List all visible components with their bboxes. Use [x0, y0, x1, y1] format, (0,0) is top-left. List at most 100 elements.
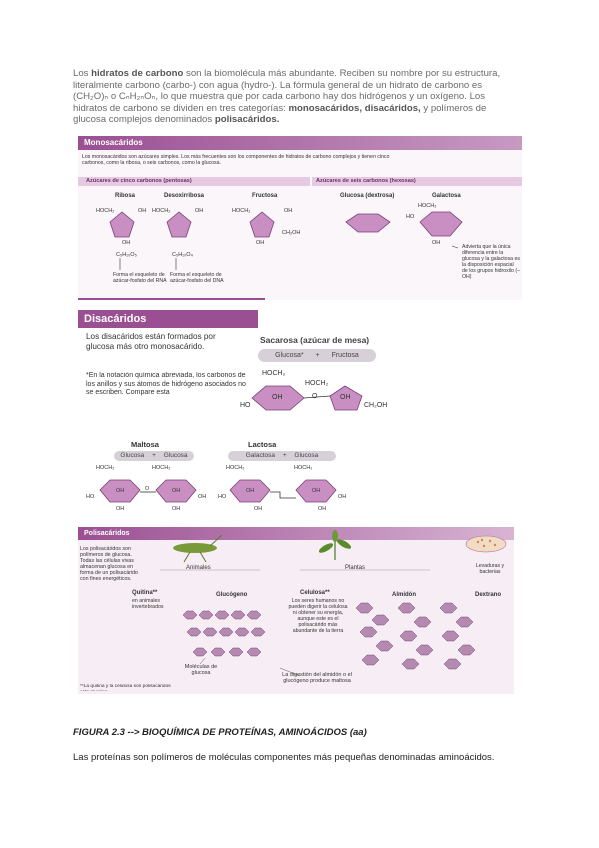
lactosa-ho: HO	[218, 494, 227, 500]
lactosa-ring-2	[295, 479, 337, 503]
fructosa-ring	[249, 211, 275, 238]
ribosa-formula: C₅H₁₀O₅	[116, 252, 137, 258]
maltosa-o: O	[145, 486, 150, 492]
almidon-label: Almidón	[392, 592, 416, 598]
lactosa-oh-4: OH	[254, 506, 263, 512]
sac-ch2oh: CH₂OH	[364, 402, 388, 409]
galactosa-label: Galactosa	[432, 193, 461, 199]
celulosa-label: Celulosa**	[300, 590, 330, 596]
desoxi-note: Forma el esqueleto de azúcar-fosfato del…	[170, 272, 224, 284]
plantas-label: Plantas	[345, 565, 366, 571]
monosaccharides-title-bar: Monosacáridos	[78, 136, 522, 150]
fructosa-hoch2: HOCH₂	[232, 208, 251, 214]
ribosa-ring	[109, 211, 135, 238]
body-paragraph: Las proteínas son polímeros de moléculas…	[73, 752, 495, 763]
sac-oh-b: OH	[340, 394, 351, 401]
moleculas-label: Moléculas de glucosa	[184, 664, 218, 676]
desoxi-oh: OH	[195, 208, 204, 214]
sac-hoch2-b: HOCH₂	[305, 380, 329, 387]
disaccharides-note: *En la notación química abreviada, los c…	[86, 372, 246, 396]
polysaccharides-footnote: **La quitina y la celulosa son polisacár…	[80, 684, 171, 691]
intro-bold-term: hidratos de carbono	[91, 68, 184, 79]
desoxi-hoch2: HOCH₂	[152, 208, 171, 214]
intro-text: Los	[73, 68, 92, 79]
polysaccharides-panel	[78, 527, 514, 694]
lactosa-ring-1	[229, 479, 271, 503]
figure-caption: FIGURA 2.3 --> BIOQUÍMICA DE PROTEÍNAS, …	[73, 727, 367, 738]
animales-label: Animales	[186, 565, 211, 571]
lactosa-plus: +	[282, 452, 287, 459]
desoxirribosa-ring	[166, 211, 192, 238]
dextrano-label: Dextrano	[475, 592, 502, 598]
levaduras-label: Levaduras y bacterias	[475, 563, 505, 575]
intro-bold-term: polisacáridos.	[214, 114, 280, 126]
sac-ho: HO	[240, 402, 251, 409]
monosaccharides-title: Monosacáridos	[84, 138, 143, 147]
pentoses-header: Azúcares de cinco carbonos (pentosas)	[78, 177, 310, 186]
maltosa-oh-5: OH	[172, 506, 181, 512]
galactosa-ring	[419, 211, 463, 237]
lactosa-oh-3: OH	[338, 494, 347, 500]
galactosa-arrow	[451, 245, 459, 249]
galactosa-hoch2: HOCH₂	[418, 203, 437, 209]
quitina-label: Quitina**	[132, 590, 158, 596]
celulosa-note: Los seres humanos no pueden digerir la c…	[288, 598, 348, 634]
digestion-pointer	[279, 667, 301, 677]
disaccharides-title-bar: Disacáridos	[78, 310, 258, 328]
pentoses-header-text: Azúcares de cinco carbonos (pentosas)	[86, 178, 192, 184]
disaccharides-desc: Los disacáridos están formados por gluco…	[86, 332, 216, 351]
lactosa-hoch2-2: HOCH₂	[294, 465, 313, 471]
lactosa-pill: Galactosa + Glucosa	[228, 451, 336, 461]
quitina-sub: en animales invertebrados	[132, 598, 164, 610]
sac-o: O	[312, 393, 318, 400]
galactosa-oh: OH	[432, 240, 441, 246]
fructosa-oh: OH	[284, 208, 293, 214]
hexoses-header: Azúcares de seis carbonos (hexosas)	[312, 177, 522, 186]
sacarosa-bond	[303, 395, 331, 399]
sacarosa-fructose-ring	[329, 385, 363, 411]
ribosa-label: Ribosa	[115, 193, 136, 199]
maltosa-ring-1	[99, 479, 141, 503]
lactosa-oh-2: OH	[312, 488, 321, 494]
sac-oh-a: OH	[272, 394, 283, 401]
grasshopper-icon	[173, 534, 223, 563]
galactosa-note: Advierta que la única diferencia entre l…	[462, 244, 520, 280]
ribosa-hoch2: HOCH₂	[96, 208, 115, 214]
lactosa-bond	[270, 491, 296, 499]
plant-icon	[318, 530, 352, 560]
intro-text: y polímeros de glucosa complejos denomin…	[73, 102, 487, 126]
maltosa-oh-2: OH	[172, 488, 181, 494]
maltosa-pill-b: Glucosa	[163, 452, 188, 459]
maltosa-label: Maltosa	[131, 440, 159, 449]
desoxirribosa-label: Desoxirribosa	[164, 193, 205, 199]
maltosa-oh-1: OH	[116, 488, 125, 494]
sac-hoch2: HOCH₂	[262, 370, 286, 377]
lactosa-label: Lactosa	[248, 440, 277, 449]
intro-bold-term: monosacáridos, disacáridos,	[288, 102, 421, 114]
maltosa-ring-2	[155, 479, 197, 503]
maltosa-oh-4: OH	[116, 506, 125, 512]
maltosa-oh-3: OH	[198, 494, 207, 500]
maltosa-ho: HO	[86, 494, 95, 500]
sacarosa-pill: Glucosa* + Fructosa	[258, 349, 376, 362]
sacarosa-pill-b: Fructosa	[331, 352, 359, 359]
hexoses-header-text: Azúcares de seis carbonos (hexosas)	[316, 178, 416, 184]
glucosa-ring	[345, 213, 391, 233]
fructosa-ch2oh: CH₂OH	[282, 230, 301, 236]
ribosa-oh-bottom: OH	[122, 240, 131, 246]
disaccharides-title: Disacáridos	[84, 313, 147, 325]
polysaccharides-desc: Los polisacáridos son polímeros de gluco…	[80, 546, 139, 582]
desoxi-formula: C₅H₁₀O₄	[172, 252, 193, 258]
ribosa-oh: OH	[138, 208, 147, 214]
maltosa-hoch2-2: HOCH₂	[152, 465, 171, 471]
galactosa-ho: HO	[406, 214, 415, 220]
petri-dish-icon	[465, 535, 507, 553]
glucogeno-label: Glucógeno	[216, 592, 248, 598]
moleculas-pointer	[199, 657, 206, 665]
sacarosa-plus: +	[315, 352, 320, 359]
lactosa-pill-a: Galactosa	[245, 452, 275, 459]
